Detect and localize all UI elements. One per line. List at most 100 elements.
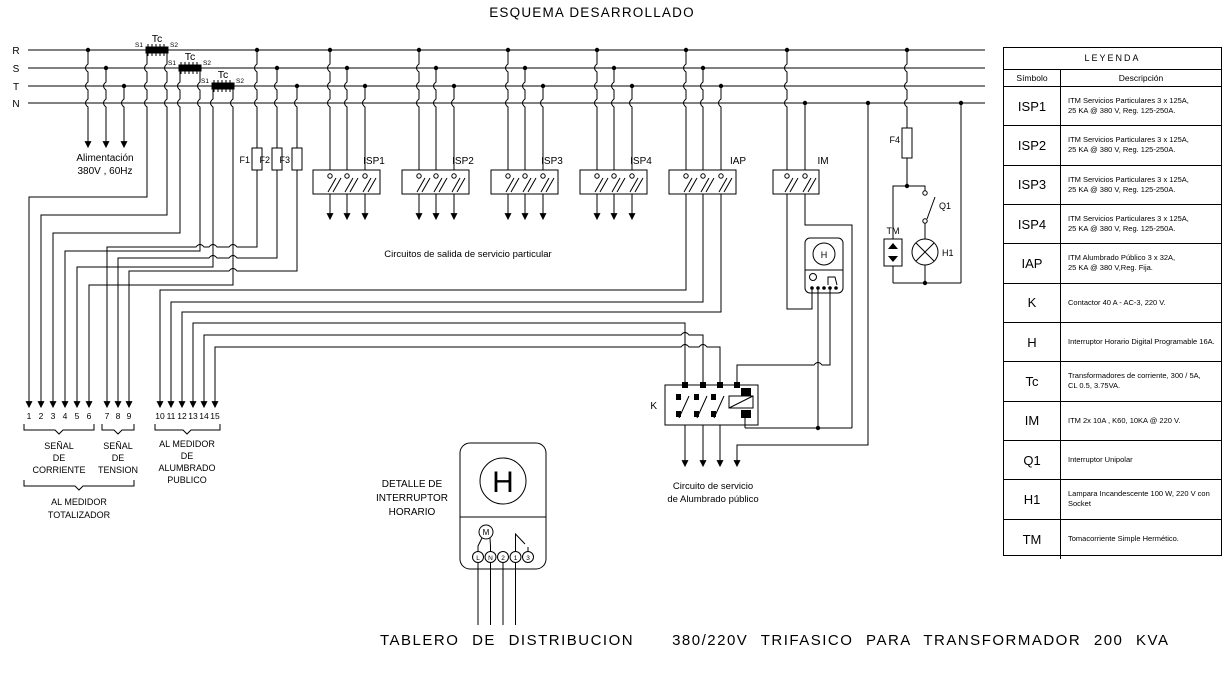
legend-symbol: ISP2 [1004, 126, 1061, 165]
bus-lines [28, 49, 985, 104]
legend-col-desc: Descripción [1118, 73, 1164, 83]
svg-text:AL MEDIDOR: AL MEDIDOR [51, 497, 107, 507]
svg-text:15: 15 [210, 411, 220, 421]
svg-text:1: 1 [514, 555, 518, 562]
fuse-wires [103, 50, 303, 409]
legend-symbol: Tc [1004, 362, 1061, 401]
detail-terminal-labels: L N 2 1 3 [476, 555, 530, 562]
legend-desc: ITM Servicios Particulares 3 x 125A, 25 … [1068, 174, 1189, 194]
svg-text:3: 3 [526, 555, 530, 562]
legend-symbol: K [1004, 283, 1061, 322]
svg-text:SEÑAL: SEÑAL [44, 441, 74, 451]
svg-text:DE: DE [112, 453, 125, 463]
legend-desc: Transformadores de corriente, 300 / 5A, … [1068, 371, 1201, 391]
legend-row: ISP2 ITM Servicios Particulares 3 x 125A,… [1004, 126, 1221, 166]
breaker-isp4-label: ISP4 [630, 156, 652, 167]
tc3-s2: S2 [236, 78, 244, 85]
bus-label-t: T [13, 82, 19, 93]
fuse-f3-label: F3 [279, 155, 290, 165]
legend-row: ISP1 ITM Servicios Particulares 3 x 125A,… [1004, 87, 1221, 127]
tc1-s2: S2 [170, 42, 178, 49]
tc2-label: Tc [185, 51, 196, 63]
tc3-label: Tc [218, 69, 229, 81]
alumbrado-caption-1: Circuito de servicio [673, 481, 753, 492]
legend-desc: Interruptor Unipolar [1068, 455, 1133, 465]
svg-text:7: 7 [105, 411, 110, 421]
legend-header-row: Símbolo Descripción [1004, 70, 1221, 87]
isp-output-arrows [326, 194, 636, 221]
legend-symbol: IM [1004, 401, 1061, 440]
breaker-isp3-label: ISP3 [541, 156, 563, 167]
legend-row: Tc Transformadores de corriente, 300 / 5A… [1004, 362, 1221, 402]
legend-symbol: ISP1 [1004, 87, 1061, 126]
time-switch-detail [459, 442, 547, 625]
svg-text:CORRIENTE: CORRIENTE [32, 465, 85, 475]
legend-desc: Interruptor Horario Digital Programable … [1068, 337, 1215, 347]
legend-symbol: ISP4 [1004, 204, 1061, 244]
svg-text:N: N [488, 555, 493, 562]
fuse-f4-label: F4 [889, 135, 900, 145]
breaker-isp1-label: ISP1 [363, 156, 385, 167]
breaker-isp2-label: ISP2 [452, 156, 474, 167]
tc2-s2: S2 [203, 60, 211, 67]
legend-col-symbol: Símbolo [1004, 70, 1061, 86]
legend-title: LEYENDA [1004, 48, 1221, 70]
salida-caption: Circuitos de salida de servicio particul… [384, 249, 551, 260]
detail-h-label: H [492, 466, 514, 499]
detail-caption: DETALLE DE INTERRUPTOR HORARIO [376, 479, 448, 518]
time-switch-mini-label: H [821, 250, 828, 260]
svg-text:AL MEDIDOR: AL MEDIDOR [159, 439, 215, 449]
svg-text:ALUMBRADO: ALUMBRADO [158, 463, 215, 473]
legend-desc: ITM Servicios Particulares 3 x 125A, 25 … [1068, 96, 1189, 116]
svg-text:PUBLICO: PUBLICO [167, 475, 207, 485]
k-output-arrows [681, 103, 869, 468]
legend-desc: Lampara Incandescente 100 W, 220 V con S… [1068, 489, 1210, 509]
breaker-boxes [312, 169, 820, 195]
svg-text:8: 8 [116, 411, 121, 421]
q1-label: Q1 [939, 201, 951, 211]
supply-label-2: 380V , 60Hz [77, 166, 132, 177]
svg-text:9: 9 [127, 411, 132, 421]
tc-secondary-wires [25, 53, 234, 409]
legend-desc: ITM Servicios Particulares 3 x 125A, 25 … [1068, 214, 1189, 234]
page-title: ESQUEMA DESARROLLADO [489, 5, 695, 20]
legend-row: IM ITM 2x 10A , K60, 10KA @ 220 V. [1004, 401, 1221, 441]
junction-dots [85, 47, 964, 431]
legend-desc: Contactor 40 A - AC-3, 220 V. [1068, 297, 1166, 307]
tc2-s1: S1 [168, 60, 176, 67]
legend-desc: ITM Servicios Particulares 3 x 125A, 25 … [1068, 135, 1189, 155]
legend-symbol: TM [1004, 519, 1061, 559]
k-label: K [650, 401, 657, 412]
svg-text:DE: DE [181, 451, 194, 461]
legend-symbol: IAP [1004, 244, 1061, 283]
k-feed-wires [189, 322, 721, 409]
pilot-branch [883, 103, 962, 284]
svg-text:2: 2 [501, 555, 505, 562]
svg-text:4: 4 [63, 411, 68, 421]
svg-text:6: 6 [87, 411, 92, 421]
svg-text:DETALLE DE: DETALLE DE [382, 479, 443, 490]
legend-row: H1 Lampara Incandescente 100 W, 220 V con… [1004, 480, 1221, 520]
supply-drops [84, 50, 128, 149]
time-switch-mini [804, 237, 844, 294]
svg-text:2: 2 [39, 411, 44, 421]
svg-text:TOTALIZADOR: TOTALIZADOR [48, 510, 111, 520]
legend-row: K Contactor 40 A - AC-3, 220 V. [1004, 283, 1221, 323]
legend-symbol: H1 [1004, 480, 1061, 519]
schematic-drawing: R S T N Alimentación 380V , 60Hz Tc S1 S… [12, 33, 985, 625]
detail-m-label: M [483, 528, 490, 537]
tm-label: TM [887, 226, 900, 236]
tc3-s1: S1 [201, 78, 209, 85]
k-contactor [664, 382, 759, 426]
breaker-input-drops [327, 50, 908, 170]
group-braces [23, 424, 221, 491]
legend-desc: ITM 2x 10A , K60, 10KA @ 220 V. [1068, 415, 1181, 425]
svg-text:HORARIO: HORARIO [389, 507, 436, 518]
control-circuit-wires [736, 194, 853, 429]
svg-text:SEÑAL: SEÑAL [103, 441, 133, 451]
